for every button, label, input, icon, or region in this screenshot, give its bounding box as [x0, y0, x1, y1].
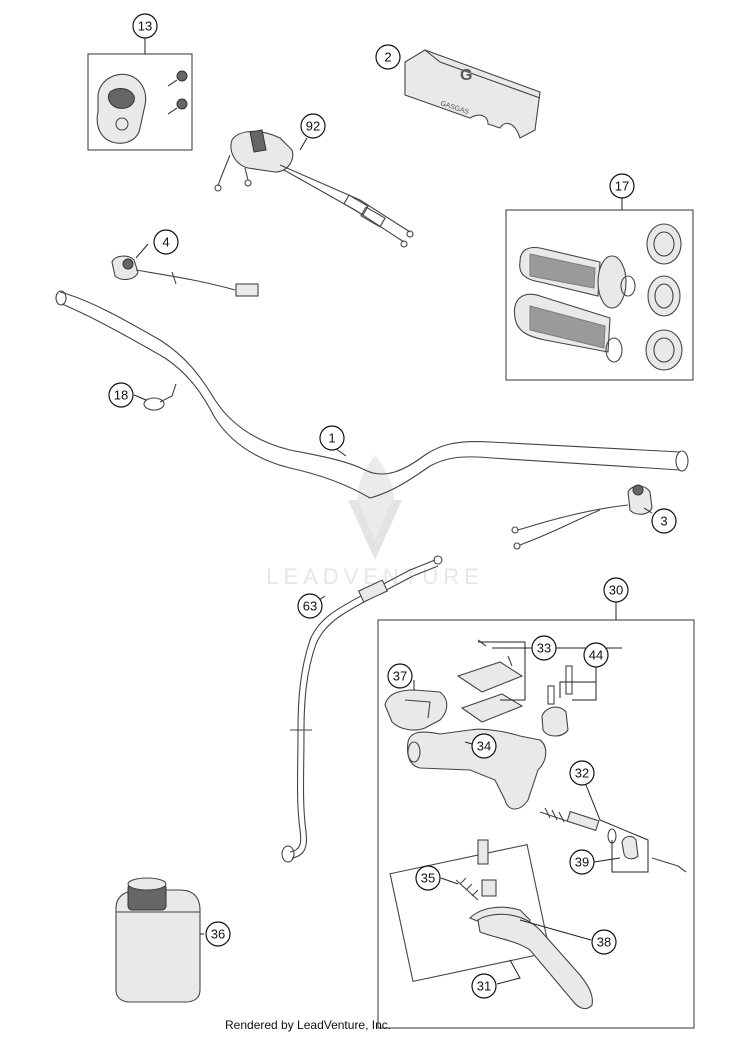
part-32-piston[interactable]	[539, 807, 600, 832]
callout-36[interactable]: 36	[205, 921, 231, 947]
part-37-lever-cover[interactable]	[384, 689, 448, 731]
svg-text:31: 31	[477, 979, 491, 994]
watermark-v-icon	[348, 500, 402, 560]
svg-text:36: 36	[211, 927, 225, 942]
callout-4[interactable]: 4	[153, 229, 179, 255]
part-3-start-switch[interactable]	[511, 484, 653, 550]
part-1-handlebar[interactable]	[55, 290, 689, 499]
svg-text:44: 44	[589, 648, 603, 663]
svg-text:17: 17	[615, 179, 629, 194]
part-17-grip-set[interactable]	[505, 198, 694, 381]
callout-38[interactable]: 38	[591, 929, 617, 955]
svg-text:37: 37	[393, 669, 407, 684]
callout-13[interactable]: 13	[132, 13, 158, 39]
svg-text:13: 13	[138, 19, 152, 34]
part-2-handlebar-pad[interactable]: G GASGAS	[404, 49, 541, 139]
callout-33[interactable]: 33	[531, 635, 557, 661]
part-33-reservoir-cover[interactable]	[456, 639, 524, 723]
callout-3[interactable]: 3	[651, 508, 677, 534]
callout-37[interactable]: 37	[387, 663, 413, 689]
svg-text:1: 1	[328, 431, 335, 446]
part-4-kill-switch[interactable]	[111, 255, 259, 297]
grip-upper	[519, 246, 636, 309]
watermark: LEADVENTURE	[266, 455, 479, 589]
part-17-box	[505, 209, 694, 381]
svg-text:4: 4	[162, 235, 169, 250]
grip-lower	[513, 293, 623, 363]
part-63-hydraulic-line[interactable]	[281, 555, 443, 863]
grip-cams	[645, 223, 683, 371]
callout-18[interactable]: 18	[108, 382, 134, 408]
svg-text:34: 34	[477, 739, 491, 754]
pad-logo: G	[460, 67, 472, 84]
callout-34[interactable]: 34	[471, 733, 497, 759]
callout-35[interactable]: 35	[415, 865, 441, 891]
part-13-box	[87, 53, 193, 151]
switch-screws	[167, 70, 188, 115]
svg-text:33: 33	[537, 641, 551, 656]
throttle-cables	[214, 154, 414, 248]
master-cylinder-body[interactable]	[406, 728, 547, 810]
svg-text:39: 39	[575, 855, 589, 870]
part-13-switch[interactable]	[87, 53, 193, 151]
part-39-boot[interactable]	[607, 828, 687, 873]
callout-92[interactable]: 92	[300, 113, 326, 139]
part-18-cable-tie[interactable]	[143, 383, 177, 411]
callout-17[interactable]: 17	[609, 173, 635, 199]
callout-31[interactable]: 31	[471, 973, 497, 999]
svg-text:63: 63	[303, 599, 317, 614]
svg-text:35: 35	[421, 871, 435, 886]
svg-text:92: 92	[306, 119, 320, 134]
callout-44[interactable]: 44	[583, 642, 609, 668]
part-35-adjuster[interactable]	[389, 839, 551, 983]
switch-ring	[115, 117, 129, 131]
switch-button	[107, 88, 135, 109]
callout-30[interactable]: 30	[603, 577, 629, 603]
part-92-throttle-assembly[interactable]	[214, 129, 414, 248]
footer-credit: Rendered by LeadVenture, Inc.	[225, 1018, 392, 1032]
callout-2[interactable]: 2	[375, 44, 401, 70]
part-31-brake-lever[interactable]	[477, 913, 593, 1010]
callout-63[interactable]: 63	[297, 593, 323, 619]
part-30-box	[377, 619, 695, 1029]
callout-1[interactable]: 1	[319, 425, 345, 451]
svg-text:38: 38	[597, 935, 611, 950]
part-36-brake-fluid-can[interactable]	[115, 877, 201, 1003]
svg-text:18: 18	[114, 388, 128, 403]
watermark-flame-icon	[357, 455, 395, 552]
callout-32[interactable]: 32	[569, 760, 595, 786]
part-44-clamp[interactable]	[541, 665, 573, 737]
svg-text:32: 32	[575, 766, 589, 781]
svg-text:30: 30	[609, 583, 623, 598]
svg-text:2: 2	[384, 50, 391, 65]
svg-text:3: 3	[660, 514, 667, 529]
callout-39[interactable]: 39	[569, 849, 595, 875]
pad-body	[404, 49, 541, 139]
